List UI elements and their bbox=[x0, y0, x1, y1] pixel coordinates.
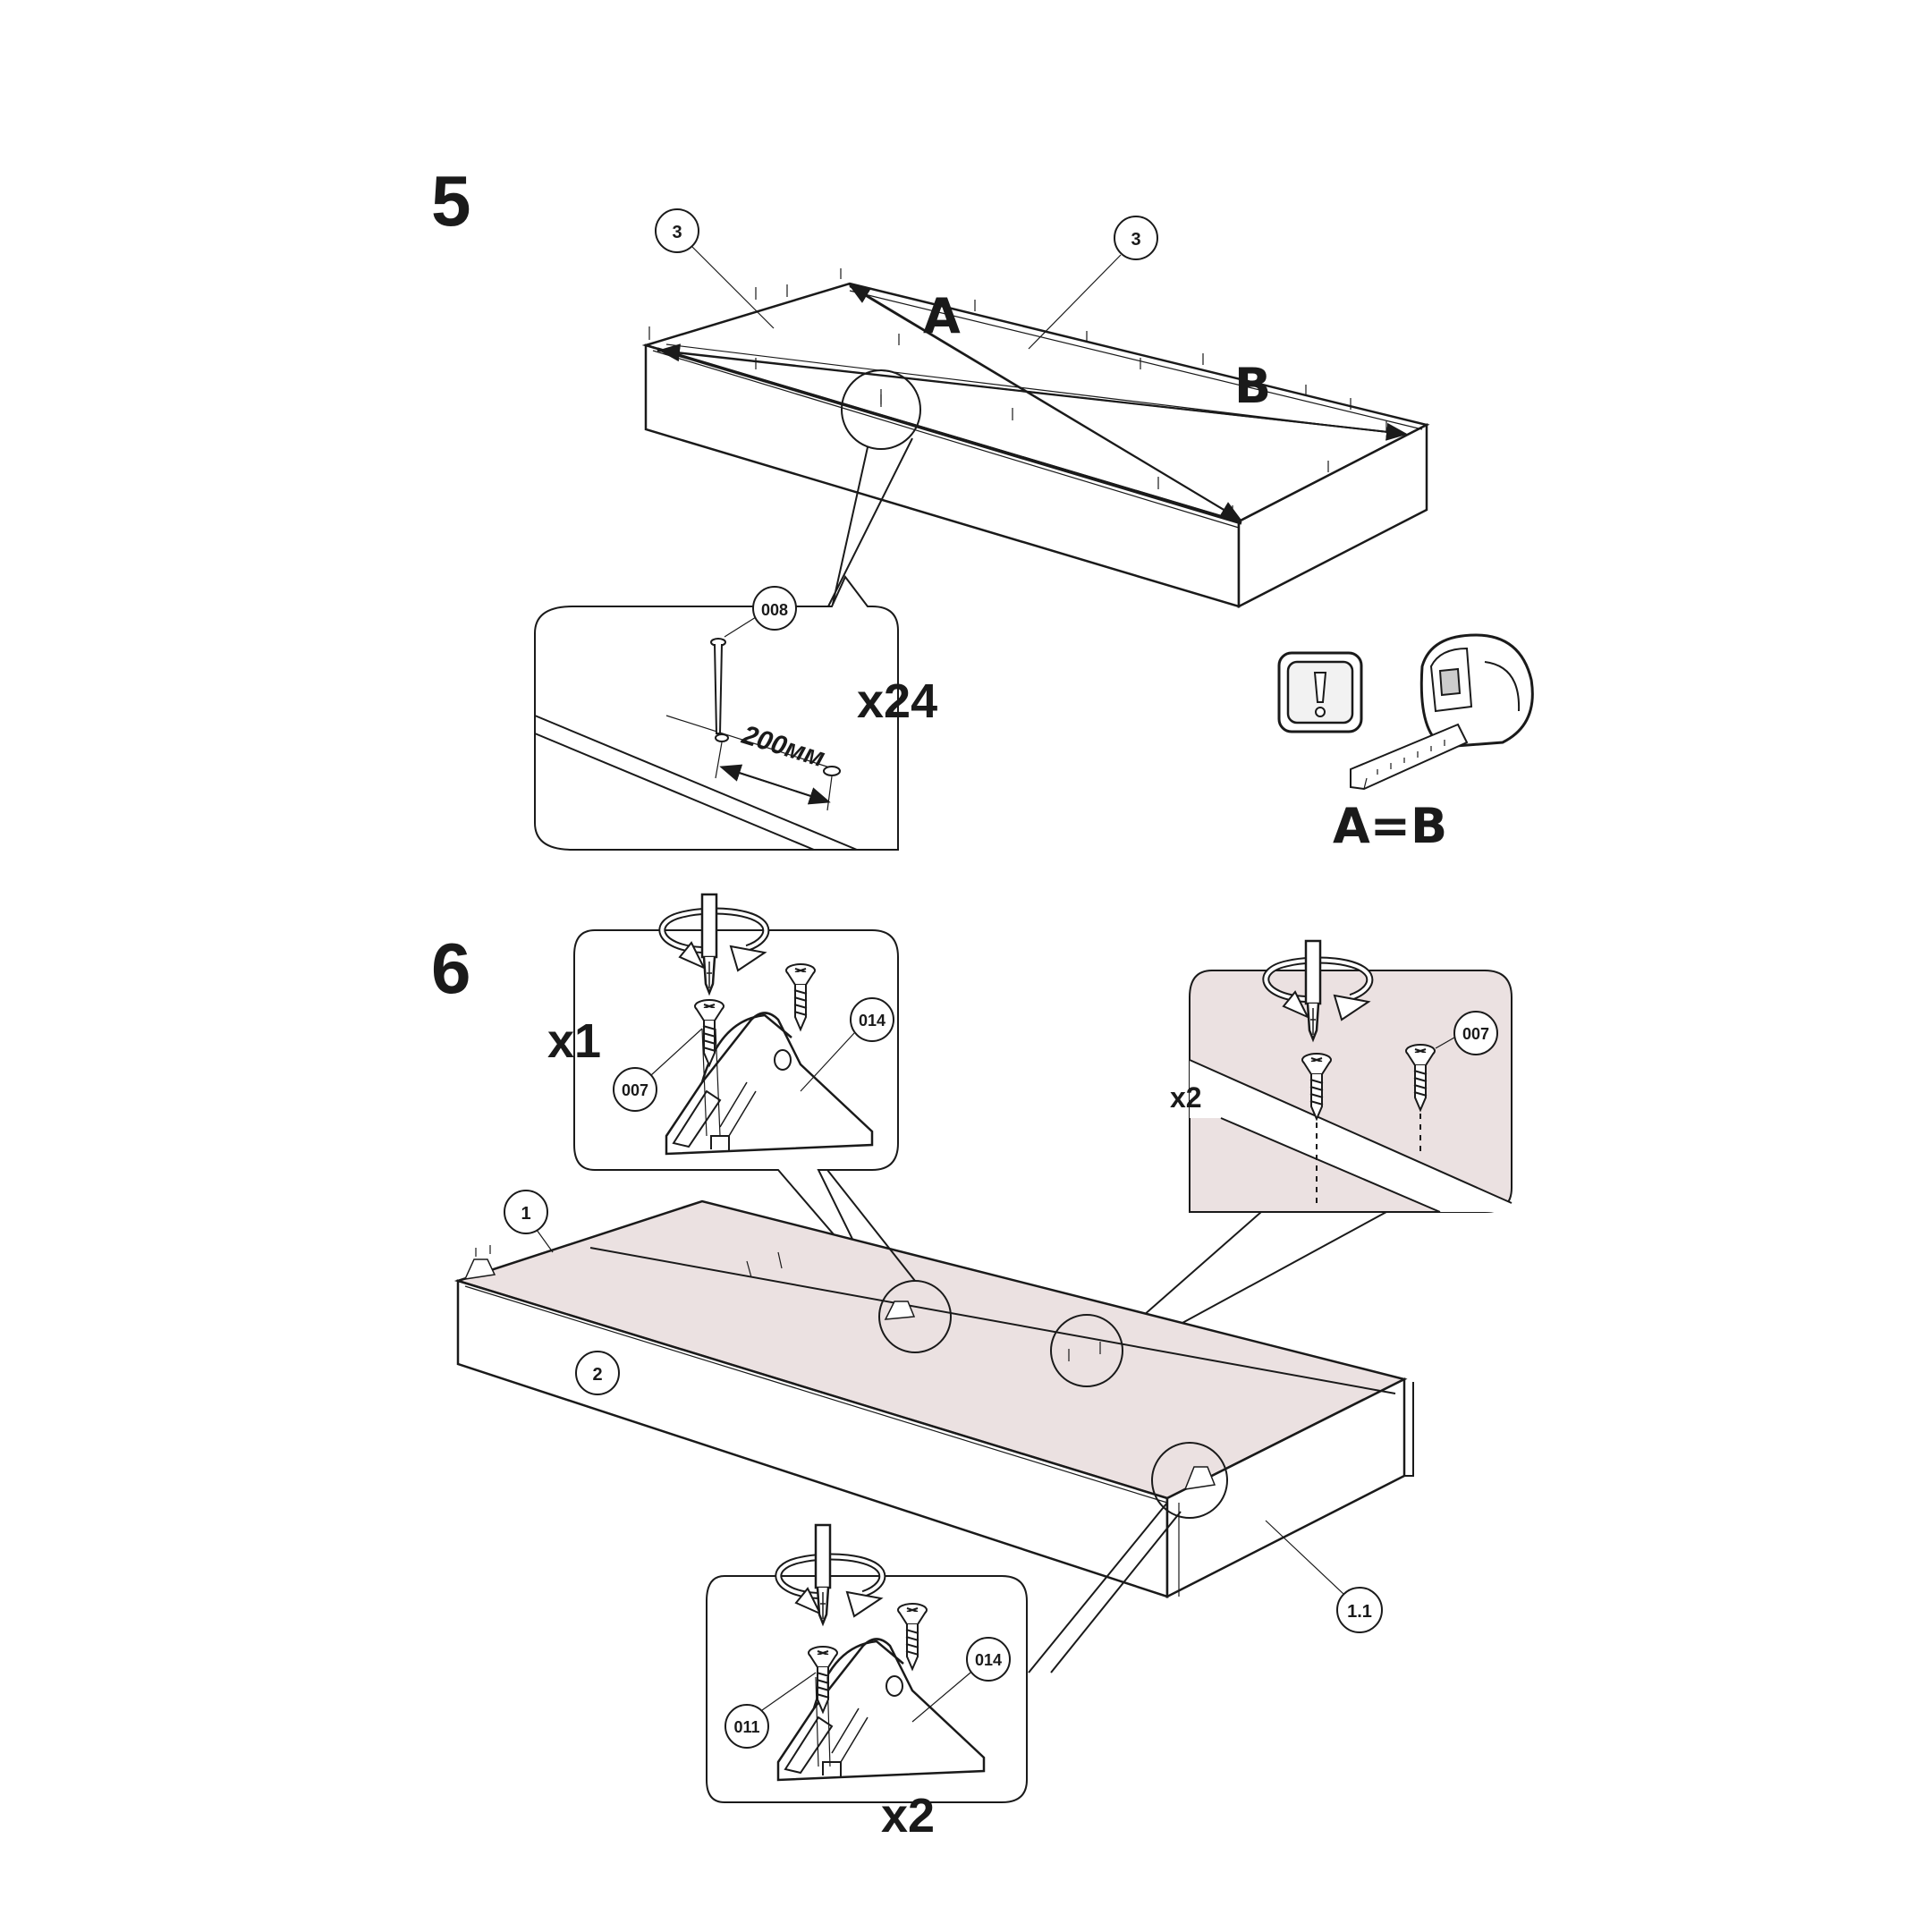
left-bracket-part-label: 014 bbox=[859, 1012, 886, 1030]
bottom-screw-part-label: 011 bbox=[733, 1718, 759, 1736]
screwdriver-icon bbox=[700, 893, 718, 995]
step-5-number: 5 bbox=[431, 161, 471, 241]
right-screw-detail-box: 007 bbox=[1113, 939, 1513, 1352]
nail-count-label: x24 bbox=[857, 674, 937, 728]
step5-frame: 3 3 A B bbox=[641, 208, 1430, 609]
screwdriver-icon bbox=[1304, 939, 1322, 1041]
nail-icon bbox=[710, 638, 726, 734]
diagonal-b-label: B bbox=[1234, 358, 1271, 414]
nail-detail-box: 200мм 008 bbox=[534, 575, 899, 851]
step6-frame: 1 2 1.1 bbox=[453, 1169, 1414, 1674]
right-detail-count: x2 bbox=[1170, 1081, 1202, 1114]
screwdriver-icon bbox=[814, 1523, 832, 1625]
bottom-detail-count: x2 bbox=[881, 1789, 935, 1843]
bottom-part-label: 1 bbox=[521, 1204, 530, 1224]
side-part-label: 2 bbox=[592, 1365, 602, 1385]
left-callout-leader bbox=[826, 1169, 916, 1282]
left-bracket-detail-box: 014 007 bbox=[573, 893, 899, 1280]
bottom-bracket-detail-box: 014 011 bbox=[706, 1523, 1028, 1803]
tape-measure-icon bbox=[1350, 633, 1534, 791]
right-screw-part-label: 007 bbox=[1462, 1025, 1489, 1043]
bottom-bracket-part-label: 014 bbox=[975, 1651, 1002, 1669]
left-detail-count: x1 bbox=[547, 1014, 601, 1068]
diagonal-a-label: A bbox=[923, 288, 961, 344]
warning-icon bbox=[1277, 651, 1363, 733]
step5-part-label-right: 3 bbox=[1131, 230, 1140, 250]
check-equation-label: A=B bbox=[1333, 798, 1447, 854]
left-screw-part-label: 007 bbox=[622, 1081, 648, 1099]
end-part-label: 1.1 bbox=[1347, 1602, 1372, 1622]
nail-part-label: 008 bbox=[761, 601, 788, 619]
step5-part-label-left: 3 bbox=[672, 223, 682, 242]
step-6-number: 6 bbox=[431, 928, 471, 1008]
